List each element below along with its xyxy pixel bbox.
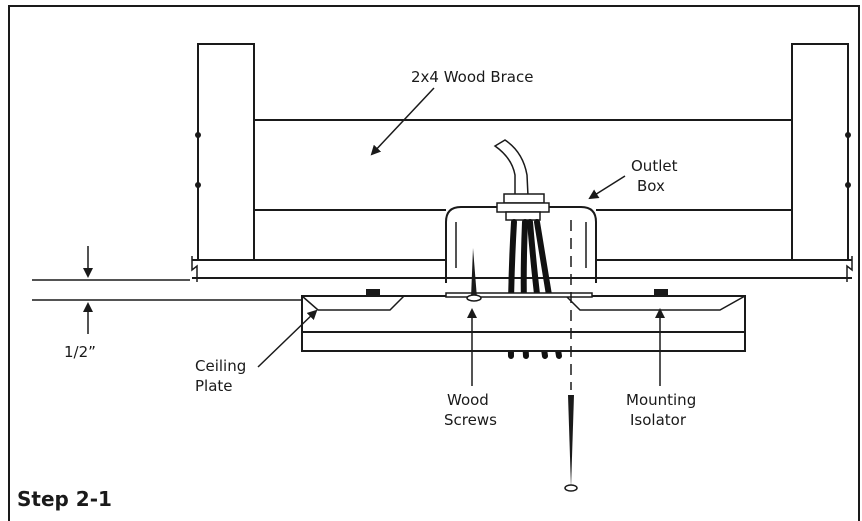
- ceiling-plate-label-line1: Ceiling: [195, 357, 246, 375]
- left-joist-nail-bottom: [195, 182, 201, 188]
- right-joist-nail-bottom: [845, 182, 851, 188]
- ceiling-plate-leader: [257, 309, 318, 368]
- cable-connector: [493, 139, 550, 221]
- wood-screw-installed: [445, 248, 593, 302]
- ceiling-plate: [301, 295, 746, 352]
- outlet-box-label-line1: Outlet: [631, 157, 678, 175]
- wood-brace-label: 2x4 Wood Brace: [411, 68, 533, 86]
- half-inch-label: 1/2”: [64, 343, 96, 361]
- wood-brace: [254, 119, 792, 211]
- outlet-box-label-line2: Box: [637, 177, 665, 195]
- ceiling-plate-label-line2: Plate: [195, 377, 233, 395]
- mounting-isolator-label-line2: Isolator: [630, 411, 687, 429]
- half-inch-dimension: [32, 246, 302, 334]
- left-joist: [197, 43, 255, 261]
- left-joist-nail-top: [195, 132, 201, 138]
- right-joist-nail-top: [845, 132, 851, 138]
- right-joist: [791, 43, 849, 261]
- wood-brace-leader: [370, 87, 435, 156]
- outlet-box-leader: [588, 175, 626, 200]
- mounting-isolator-label-line1: Mounting: [626, 391, 696, 409]
- mounting-isolators: [366, 289, 668, 297]
- step-label: Step 2-1: [17, 487, 112, 511]
- screw-insertion-line: [564, 220, 578, 492]
- wood-screws-label-line2: Screws: [444, 411, 497, 429]
- wood-screws-label-line1: Wood: [447, 391, 489, 409]
- diagram-frame: [8, 5, 860, 521]
